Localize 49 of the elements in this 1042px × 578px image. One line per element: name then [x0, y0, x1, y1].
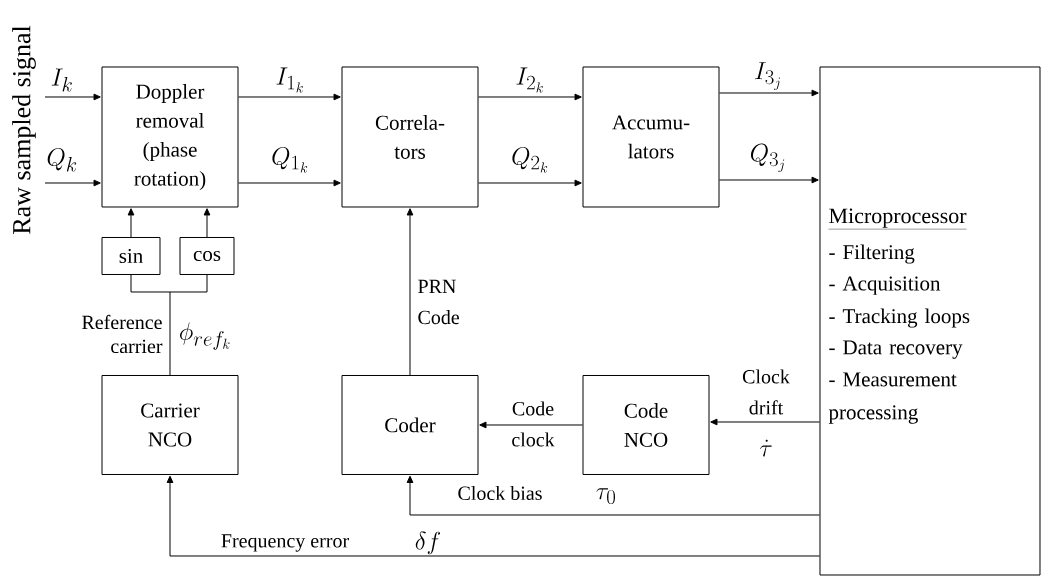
axis-title: Raw sampled signal: [12, 25, 36, 234]
edge-label: Code clock: [512, 401, 555, 447]
arrow: [166, 475, 820, 557]
signal-label: Reference carrier: [82, 314, 163, 354]
arrow: [44, 93, 101, 101]
arrow: [478, 93, 582, 101]
list-item: - Acquisition: [829, 276, 941, 295]
arrow: [719, 89, 819, 97]
list-item: - Filtering: [829, 244, 915, 264]
edge-label: Frequency error: [221, 534, 349, 552]
arrow: [127, 208, 135, 238]
edge-label: Clock bias: [458, 485, 542, 500]
function-box: Carrier NCO: [101, 375, 239, 475]
heading: Microprocessor: [828, 208, 967, 230]
arrow: [406, 475, 820, 516]
edge-label: $I_k$: [51, 68, 72, 92]
function-box: Coder: [341, 375, 479, 475]
arrow: [479, 421, 583, 429]
edge-label: $I_{3_j}$: [755, 62, 780, 90]
edge-label: $Q_{2_k}$: [512, 147, 548, 173]
edge-label: $I_{2_k}$: [516, 67, 543, 93]
arrow: [238, 93, 341, 101]
arrow: [44, 179, 101, 187]
arrow: [710, 418, 820, 426]
edge-label: $Q_{1_k}$: [272, 147, 308, 173]
list-item: - Data recovery: [829, 340, 963, 359]
arrow: [719, 176, 819, 184]
function-box: Accumu- lators: [582, 66, 720, 208]
function-box: cos: [179, 237, 235, 275]
connector-line: [130, 274, 208, 376]
arrow: [478, 179, 582, 187]
list-item: - Tracking loops: [829, 308, 970, 328]
function-box: Correla- tors: [341, 66, 479, 208]
symbol-label: $\delta f$: [415, 531, 441, 555]
edge-label: $I_{1_k}$: [276, 67, 303, 93]
function-box: Code NCO: [582, 375, 710, 475]
edge-label: $Q_{3_j}$: [750, 143, 785, 172]
function-box: sin: [101, 237, 161, 275]
symbol-label: $\tau_0$: [596, 488, 615, 505]
edge-label: $Q_k$: [47, 148, 77, 172]
function-box: Doppler removal (phase rotation): [101, 66, 239, 208]
arrow: [238, 179, 341, 187]
arrow: [406, 208, 414, 376]
symbol-label: $\phi_{ref_k}$: [180, 322, 230, 350]
edge-label: Clock drift: [742, 369, 790, 415]
list-item: - Measurement processing: [828, 372, 957, 424]
symbol-label: $\dot{\tau}$: [759, 439, 772, 457]
edge-label: PRN Code: [418, 279, 460, 325]
arrow: [203, 208, 211, 238]
